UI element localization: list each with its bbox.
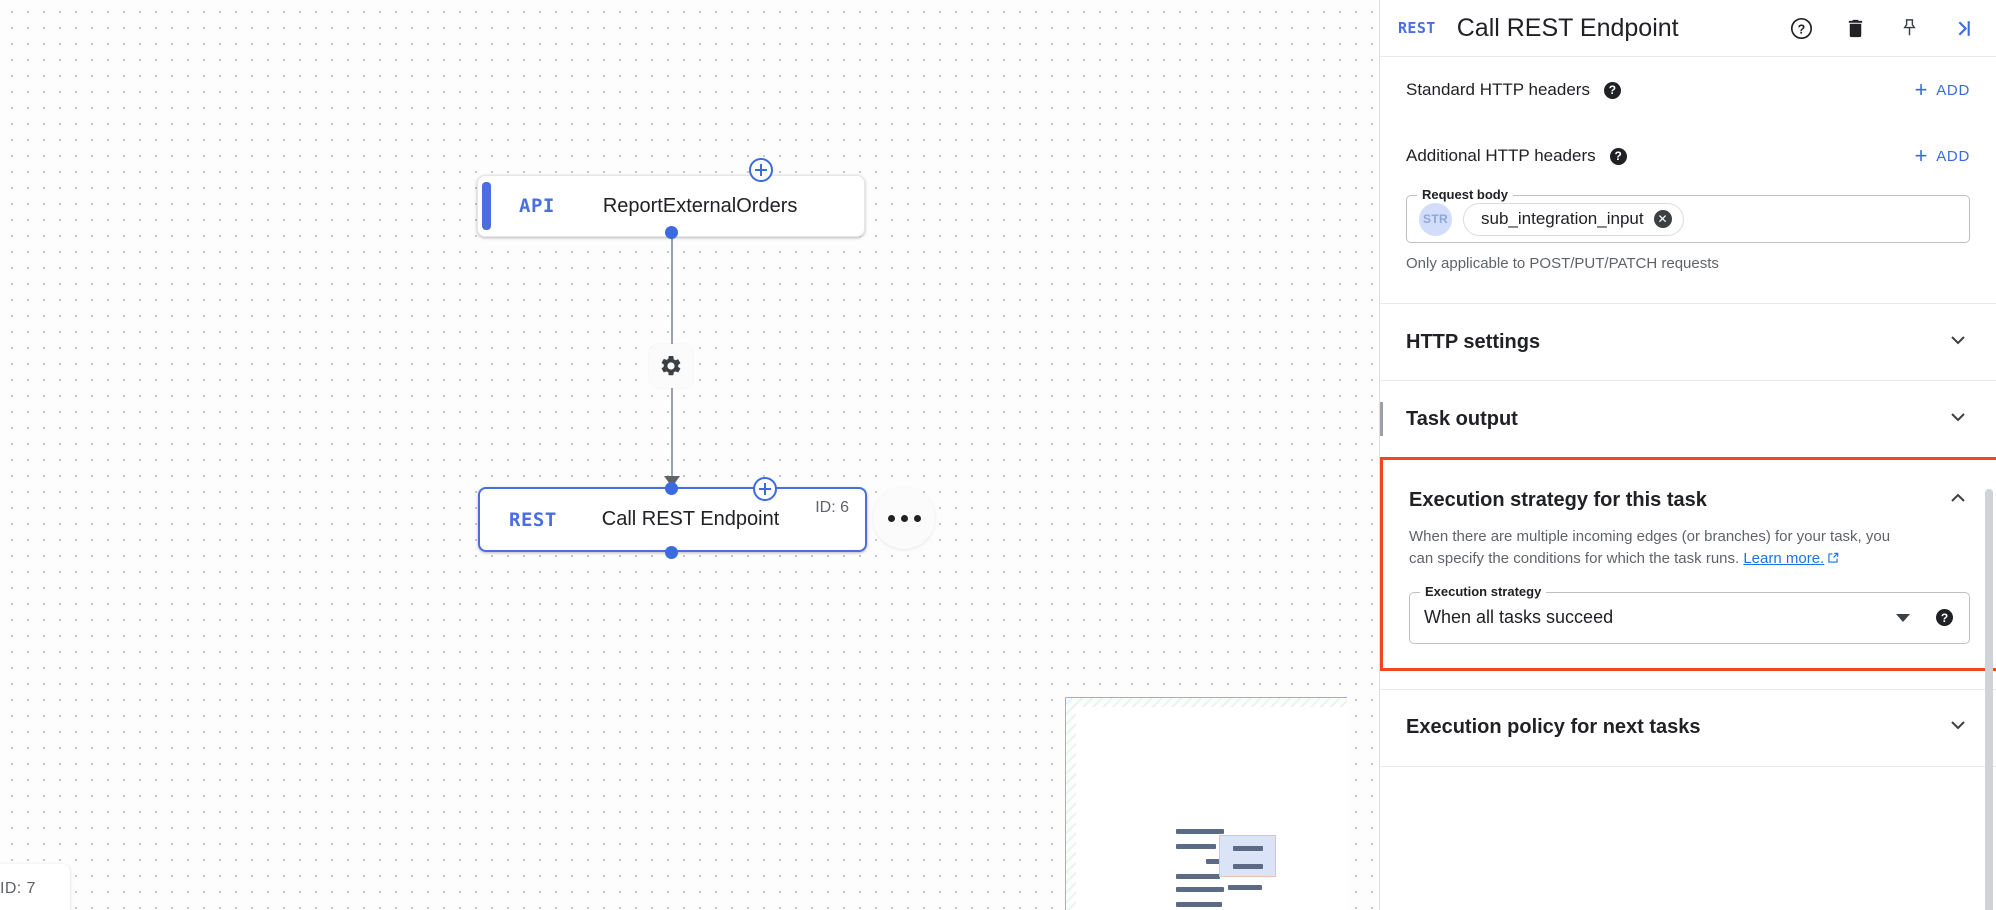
help-icon[interactable]: ? bbox=[1788, 15, 1814, 41]
edge-config-gear-button[interactable] bbox=[649, 344, 693, 388]
execution-strategy-legend: Execution strategy bbox=[1420, 583, 1547, 599]
chevron-down-icon[interactable] bbox=[1896, 613, 1910, 622]
section-http-settings[interactable]: HTTP settings bbox=[1380, 304, 1996, 380]
chevron-down-icon bbox=[1946, 405, 1970, 434]
node-title: Call REST Endpoint bbox=[601, 508, 780, 530]
add-node-button-api[interactable] bbox=[749, 158, 773, 182]
workflow-canvas[interactable]: API ReportExternalOrders REST Call REST … bbox=[0, 0, 1379, 910]
node-more-options-button[interactable] bbox=[873, 487, 935, 549]
canvas-minimap[interactable] bbox=[1065, 697, 1347, 910]
section-execution-policy[interactable]: Execution policy for next tasks bbox=[1380, 690, 1996, 766]
node-title: ReportExternalOrders bbox=[602, 194, 798, 217]
node-partial-offscreen[interactable] bbox=[0, 864, 70, 910]
section-execution-strategy[interactable]: Execution strategy for this task When th… bbox=[1380, 457, 1996, 671]
add-standard-header-button[interactable]: + ADD bbox=[1915, 79, 1970, 101]
section-title: Execution policy for next tasks bbox=[1406, 716, 1701, 738]
request-body-helper-text: Only applicable to POST/PUT/PATCH reques… bbox=[1406, 255, 1719, 272]
node-id-label-offscreen: ID: 7 bbox=[0, 880, 36, 897]
node-id-label: ID: 6 bbox=[815, 499, 849, 516]
minimap-node bbox=[1176, 887, 1224, 892]
collapse-icon[interactable] bbox=[1950, 15, 1976, 41]
delete-icon[interactable] bbox=[1842, 15, 1868, 41]
more-dot bbox=[913, 514, 921, 522]
execution-strategy-value: When all tasks succeed bbox=[1424, 607, 1614, 627]
node-output-port-api[interactable] bbox=[665, 226, 678, 239]
minimap-node bbox=[1233, 864, 1263, 869]
help-icon[interactable]: ? bbox=[1936, 609, 1953, 626]
edge-arrowhead bbox=[664, 476, 680, 487]
plus-icon: + bbox=[1914, 77, 1929, 102]
help-icon[interactable]: ? bbox=[1609, 147, 1627, 165]
execution-strategy-header[interactable]: Execution strategy for this task bbox=[1383, 460, 1996, 515]
more-dot bbox=[900, 514, 908, 522]
execution-strategy-description: When there are multiple incoming edges (… bbox=[1383, 515, 1943, 572]
chevron-down-icon bbox=[1946, 328, 1970, 357]
divider bbox=[1380, 688, 1996, 690]
panel-header: REST Call REST Endpoint ? bbox=[1380, 0, 1996, 57]
node-rest-call-rest-endpoint[interactable]: REST Call REST Endpoint ID: 6 bbox=[478, 487, 867, 552]
section-task-output[interactable]: Task output bbox=[1380, 381, 1996, 457]
divider bbox=[1380, 303, 1996, 304]
minimap-inner bbox=[1076, 707, 1347, 910]
description-text: When there are multiple incoming edges (… bbox=[1409, 528, 1891, 567]
node-type-badge: REST bbox=[509, 508, 557, 531]
minimap-viewport[interactable] bbox=[1219, 835, 1276, 877]
standard-http-headers-row: Standard HTTP headers ? + ADD bbox=[1380, 57, 1996, 123]
close-icon[interactable]: ✕ bbox=[1653, 210, 1672, 228]
minimap-node bbox=[1176, 874, 1220, 879]
chip-label: sub_integration_input bbox=[1481, 209, 1644, 228]
request-body-type-badge: STR bbox=[1419, 202, 1452, 236]
add-label: ADD bbox=[1936, 147, 1970, 165]
request-body-field[interactable]: Request body STR sub_integration_input ✕ bbox=[1406, 187, 1970, 243]
divider bbox=[1380, 765, 1996, 767]
panel-type-badge: REST bbox=[1398, 19, 1436, 37]
minimap-node bbox=[1176, 902, 1222, 907]
panel-header-actions: ? bbox=[1788, 15, 1982, 41]
pin-icon[interactable] bbox=[1896, 15, 1922, 41]
section-title: HTTP settings bbox=[1406, 330, 1541, 353]
execution-strategy-select[interactable]: Execution strategy When all tasks succee… bbox=[1409, 583, 1970, 644]
help-icon[interactable]: ? bbox=[1603, 81, 1621, 99]
more-dot bbox=[887, 514, 895, 522]
section-title: Execution strategy for this task bbox=[1409, 489, 1707, 511]
node-input-port-rest[interactable] bbox=[665, 482, 678, 495]
section-scroll-indicator bbox=[1380, 402, 1383, 436]
learn-more-link[interactable]: Learn more. bbox=[1743, 549, 1825, 567]
divider bbox=[1380, 380, 1996, 381]
standard-http-headers-label: Standard HTTP headers bbox=[1406, 80, 1590, 99]
node-type-badge: API bbox=[519, 195, 555, 217]
additional-http-headers-label: Additional HTTP headers bbox=[1406, 146, 1596, 165]
node-accent-bar bbox=[482, 182, 491, 230]
task-config-panel: REST Call REST Endpoint ? bbox=[1379, 0, 1996, 910]
section-title: Task output bbox=[1406, 407, 1518, 430]
add-label: ADD bbox=[1936, 81, 1970, 99]
minimap-node bbox=[1176, 844, 1216, 849]
panel-title: Call REST Endpoint bbox=[1456, 13, 1679, 42]
node-output-port-rest[interactable] bbox=[665, 546, 678, 559]
add-additional-header-button[interactable]: + ADD bbox=[1915, 145, 1970, 167]
minimap-node bbox=[1233, 846, 1263, 851]
additional-http-headers-row: Additional HTTP headers ? + ADD bbox=[1380, 123, 1996, 189]
minimap-node bbox=[1176, 829, 1224, 834]
request-body-variable-chip[interactable]: sub_integration_input ✕ bbox=[1463, 202, 1684, 236]
external-link-icon bbox=[1826, 550, 1840, 572]
request-body-legend: Request body bbox=[1417, 187, 1513, 202]
svg-text:?: ? bbox=[1797, 22, 1805, 36]
panel-scrollbar[interactable] bbox=[1985, 489, 1993, 910]
chevron-down-icon bbox=[1946, 713, 1970, 742]
gear-icon bbox=[661, 355, 681, 376]
add-node-button-rest[interactable] bbox=[753, 477, 777, 501]
chevron-up-icon[interactable] bbox=[1946, 486, 1970, 515]
minimap-node bbox=[1228, 885, 1262, 890]
plus-icon: + bbox=[1914, 143, 1929, 168]
panel-body[interactable]: Standard HTTP headers ? + ADD Additional… bbox=[1380, 57, 1996, 910]
